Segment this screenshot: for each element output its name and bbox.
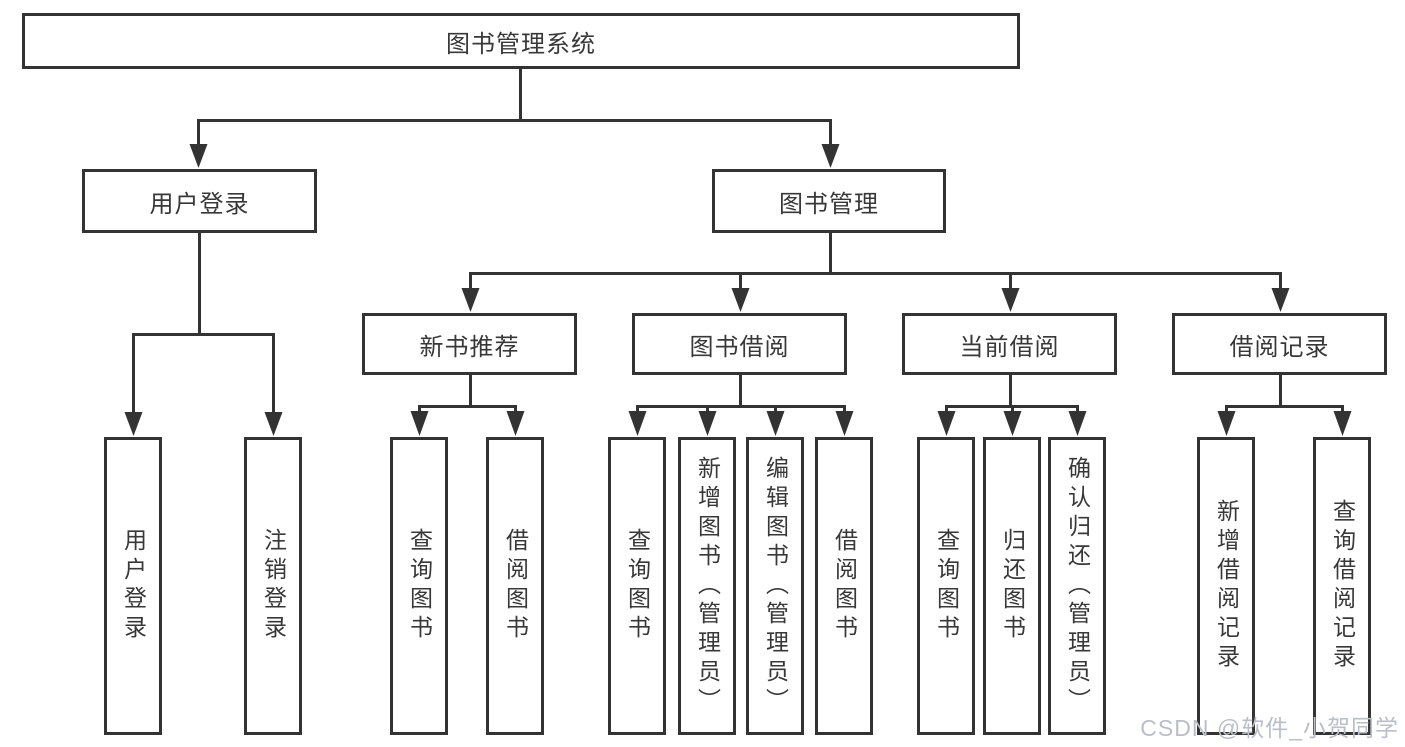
leaf-query-books-3: 查询图书 xyxy=(917,437,975,735)
wire-borrow-records-to-children xyxy=(1217,375,1352,436)
leaf-query-books-1: 查询图书 xyxy=(390,437,448,735)
wire-current-borrow-to-children xyxy=(937,375,1087,436)
node-book-management: 图书管理 xyxy=(712,169,946,233)
leaf-query-books-2: 查询图书 xyxy=(608,437,666,735)
wire-new-book-rec-to-children xyxy=(410,375,525,436)
leaf-add-books-admin: 新增图书（管理员） xyxy=(678,437,736,735)
leaf-logout: 注销登录 xyxy=(244,437,302,735)
wire-book-management-to-children xyxy=(461,233,1290,312)
wire-root-to-level2 xyxy=(189,69,840,168)
node-user-login: 用户登录 xyxy=(82,169,317,233)
wire-user-login-to-children xyxy=(124,233,283,436)
node-new-book-recommendation: 新书推荐 xyxy=(362,313,577,375)
node-library-management-system: 图书管理系统 xyxy=(22,13,1020,69)
node-book-borrowing: 图书借阅 xyxy=(632,313,847,375)
node-current-borrowing: 当前借阅 xyxy=(902,313,1117,375)
leaf-user-login: 用户登录 xyxy=(104,437,162,735)
leaf-borrow-books-1: 借阅图书 xyxy=(486,437,544,735)
leaf-query-borrow-record: 查询借阅记录 xyxy=(1313,437,1371,735)
wire-book-borrow-to-children xyxy=(628,375,854,436)
leaf-add-borrow-record: 新增借阅记录 xyxy=(1197,437,1255,735)
leaf-edit-books-admin: 编辑图书（管理员） xyxy=(746,437,804,735)
watermark: CSDN @软件_小贺同学 xyxy=(1140,715,1399,741)
leaf-borrow-books-2: 借阅图书 xyxy=(815,437,873,735)
node-borrowing-records: 借阅记录 xyxy=(1172,313,1387,375)
leaf-confirm-return-admin: 确认归还（管理员） xyxy=(1048,437,1106,735)
leaf-return-books: 归还图书 xyxy=(983,437,1041,735)
